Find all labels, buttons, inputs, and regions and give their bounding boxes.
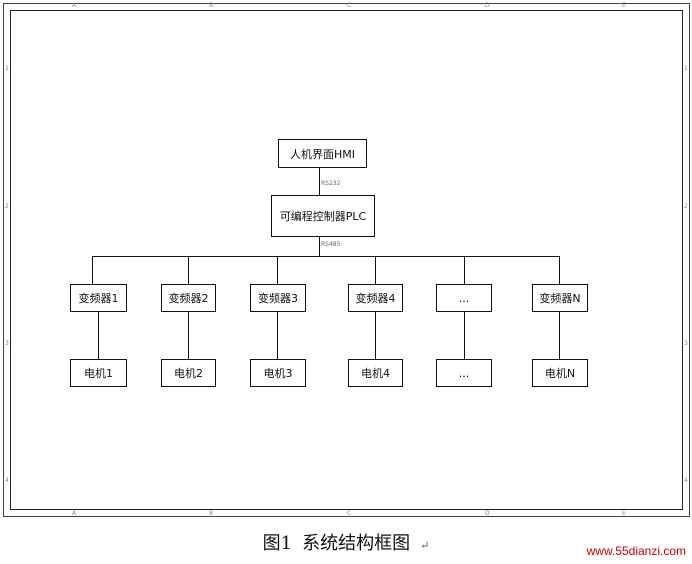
hmi-box: 人机界面HMI <box>278 139 367 168</box>
connector-line <box>559 256 560 284</box>
inverter-box-4: 变频器4 <box>348 284 403 312</box>
connector-line <box>464 312 465 359</box>
connector-line <box>559 312 560 359</box>
motor-box-2: 电机2 <box>161 359 216 387</box>
inverter-box-n: 变频器N <box>532 284 588 312</box>
motor-box-3: 电机3 <box>250 359 306 387</box>
ruler-letter: D <box>485 510 490 517</box>
motor-box-4: 电机4 <box>348 359 403 387</box>
drawing-frame-outer <box>3 3 690 517</box>
ruler-letter: A <box>72 510 77 517</box>
ruler-letter: E <box>622 2 626 9</box>
ruler-letter: E <box>622 510 626 517</box>
figure-caption: 图1 系统结构框图 ↵ <box>0 529 692 555</box>
figure-title: 系统结构框图 <box>302 533 411 554</box>
ruler-letter: B <box>209 510 214 517</box>
rs232-label: RS232 <box>321 180 341 187</box>
ruler-number: 4 <box>684 477 688 484</box>
bus-line <box>92 256 560 257</box>
ruler-number: 3 <box>5 340 9 347</box>
ruler-number: 4 <box>5 477 9 484</box>
connector-line <box>188 256 189 284</box>
ruler-number: 3 <box>684 340 688 347</box>
watermark-text: www.55dianzi.com <box>586 544 686 558</box>
inverter-box-3: 变频器3 <box>250 284 306 312</box>
connector-line <box>98 312 99 359</box>
ruler-number: 1 <box>5 65 9 72</box>
connector-line <box>277 312 278 359</box>
ruler-number: 2 <box>5 203 9 210</box>
rs485-label: RS485 <box>321 241 341 248</box>
ruler-letter: C <box>347 2 352 9</box>
connector-line <box>319 168 320 195</box>
motor-box-ellipsis: ... <box>436 359 492 387</box>
drawing-frame-inner <box>10 10 683 510</box>
connector-line <box>277 256 278 284</box>
ruler-number: 1 <box>684 65 688 72</box>
plc-box: 可编程控制器PLC <box>271 195 375 237</box>
paragraph-mark-icon: ↵ <box>420 539 430 552</box>
inverter-box-ellipsis: ... <box>436 284 492 312</box>
connector-line <box>92 256 93 284</box>
connector-line <box>375 256 376 284</box>
ruler-letter: C <box>347 510 352 517</box>
inverter-box-2: 变频器2 <box>161 284 216 312</box>
ruler-number: 2 <box>684 203 688 210</box>
figure-number: 图1 <box>262 533 293 554</box>
connector-line <box>375 312 376 359</box>
motor-box-1: 电机1 <box>70 359 127 387</box>
connector-line <box>188 312 189 359</box>
ruler-letter: A <box>72 2 77 9</box>
ruler-letter: D <box>485 2 490 9</box>
connector-line <box>464 256 465 284</box>
connector-line <box>319 237 320 256</box>
ruler-letter: B <box>209 2 214 9</box>
motor-box-n: 电机N <box>532 359 588 387</box>
inverter-box-1: 变频器1 <box>70 284 127 312</box>
